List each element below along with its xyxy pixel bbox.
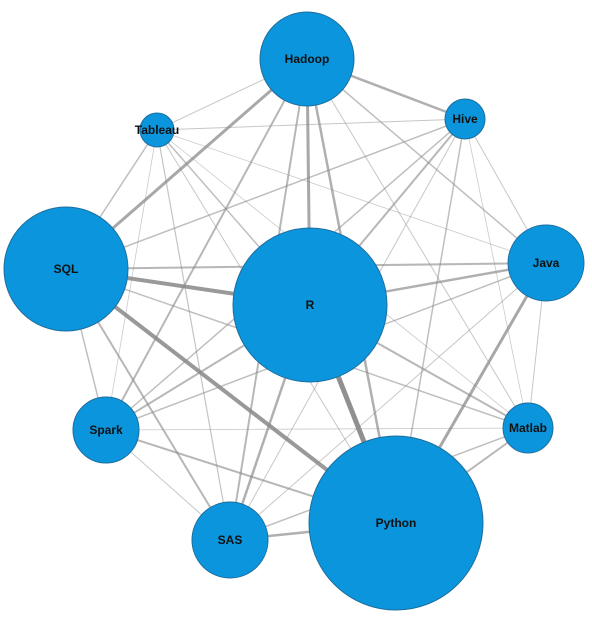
node-circle-hive bbox=[444, 98, 486, 140]
node-label-hive: Hive bbox=[452, 112, 478, 126]
node-circle-matlab bbox=[502, 402, 554, 454]
node-spark: Spark bbox=[72, 396, 140, 464]
node-label-java: Java bbox=[533, 256, 560, 270]
edge-hadoop-java bbox=[306, 58, 547, 264]
node-label-r: R bbox=[306, 298, 315, 312]
node-circle-sas bbox=[191, 501, 269, 579]
node-circle-sql bbox=[3, 206, 129, 332]
node-matlab: Matlab bbox=[502, 402, 554, 454]
node-java: Java bbox=[507, 224, 585, 302]
edge-hive-sql bbox=[65, 118, 466, 270]
node-circle-hadoop bbox=[259, 11, 355, 107]
edge-spark-matlab bbox=[105, 427, 529, 431]
node-hadoop: Hadoop bbox=[259, 11, 355, 107]
edge-tableau-java bbox=[156, 129, 547, 264]
node-circle-java bbox=[507, 224, 585, 302]
edge-hadoop-matlab bbox=[306, 58, 529, 429]
node-label-hadoop: Hadoop bbox=[285, 52, 330, 66]
node-sql: SQL bbox=[3, 206, 129, 332]
node-tableau: Tableau bbox=[135, 112, 179, 148]
node-label-sql: SQL bbox=[54, 262, 79, 276]
node-circle-tableau bbox=[139, 112, 175, 148]
node-label-matlab: Matlab bbox=[509, 421, 547, 435]
node-circle-python bbox=[308, 435, 484, 611]
node-r: R bbox=[232, 227, 388, 383]
node-hive: Hive bbox=[444, 98, 486, 140]
node-python: Python bbox=[308, 435, 484, 611]
node-label-sas: SAS bbox=[218, 533, 243, 547]
node-sas: SAS bbox=[191, 501, 269, 579]
edge-hive-matlab bbox=[464, 118, 529, 429]
node-label-spark: Spark bbox=[89, 423, 123, 437]
node-label-tableau: Tableau bbox=[135, 123, 179, 137]
edge-hadoop-spark bbox=[105, 58, 308, 431]
edge-hive-tableau bbox=[156, 118, 466, 131]
edge-tableau-sas bbox=[156, 129, 231, 541]
node-label-python: Python bbox=[376, 516, 417, 530]
node-circle-spark bbox=[72, 396, 140, 464]
edge-tableau-spark bbox=[105, 129, 158, 431]
edge-java-sas bbox=[229, 262, 547, 541]
node-circle-r bbox=[232, 227, 388, 383]
